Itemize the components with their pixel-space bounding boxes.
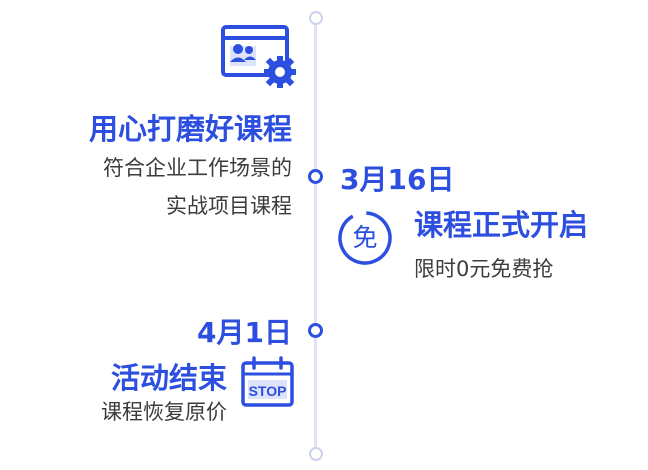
stop-calendar-icon: STOP: [240, 356, 295, 408]
start-title: 课程正式开启: [414, 208, 589, 242]
timeline-dot-start: [308, 169, 323, 184]
end-date: 4月1日: [197, 316, 292, 349]
stop-badge-text: STOP: [248, 383, 287, 399]
timeline-start-cap: [309, 11, 323, 25]
top-title: 用心打磨好课程: [88, 112, 292, 146]
top-desc-line1: 符合企业工作场景的: [103, 156, 292, 180]
start-date: 3月16日: [340, 163, 455, 196]
free-badge-icon: 免: [336, 209, 394, 267]
course-settings-icon: [220, 24, 298, 88]
timeline-line: [314, 24, 317, 448]
timeline-dot-end: [308, 323, 323, 338]
top-desc-line2: 实战项目课程: [166, 194, 292, 218]
start-desc: 限时0元免费抢: [414, 257, 554, 281]
free-badge-text: 免: [352, 223, 378, 252]
end-title: 活动结束: [110, 361, 227, 395]
timeline-end-cap: [309, 447, 323, 461]
end-desc: 课程恢复原价: [101, 400, 227, 424]
